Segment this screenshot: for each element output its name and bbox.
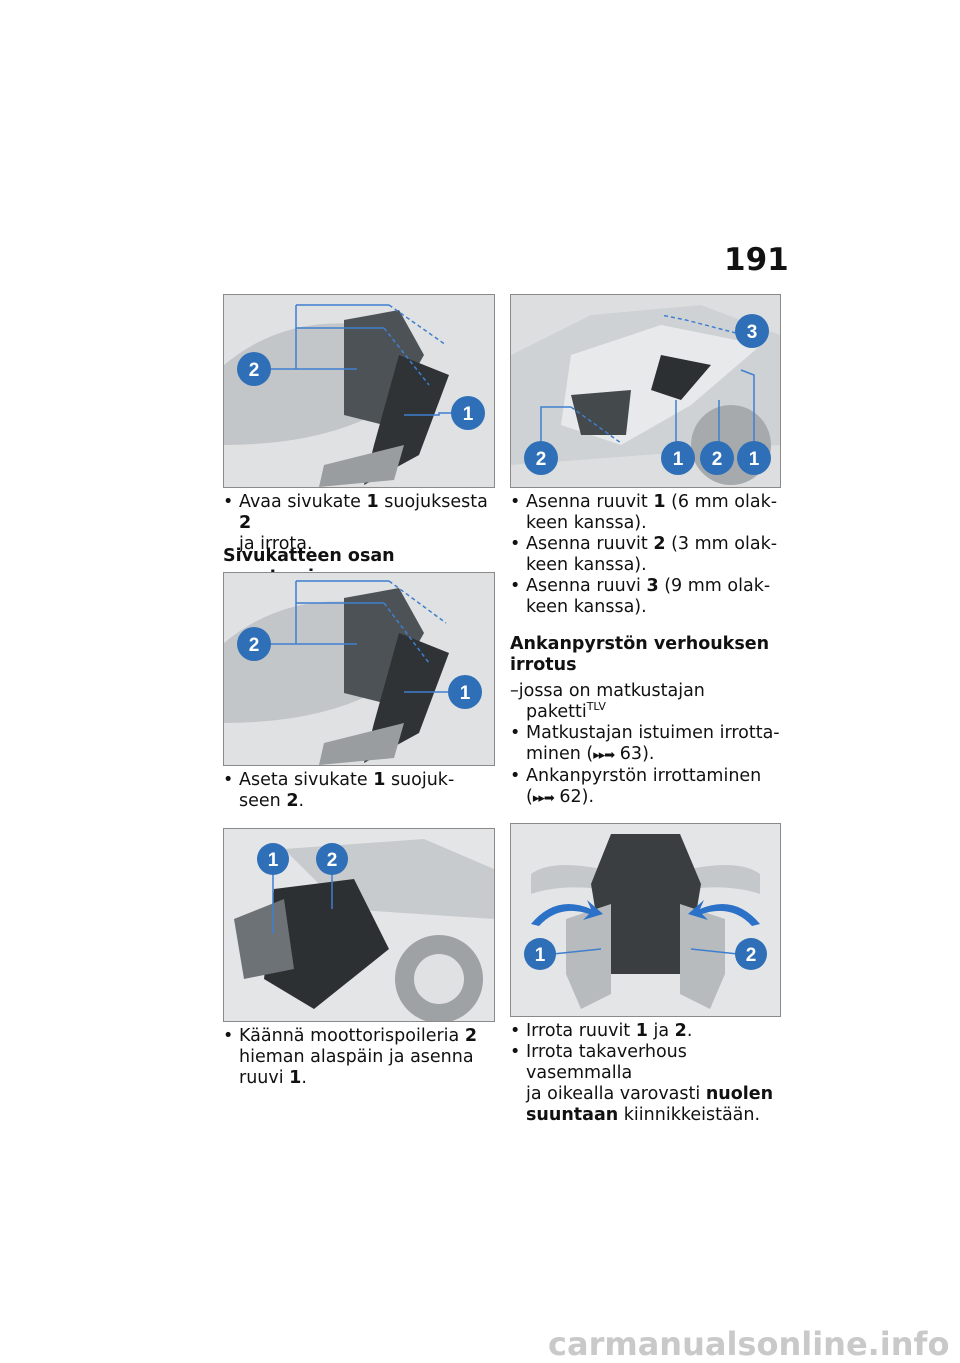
page-number: 191 xyxy=(724,242,789,278)
callout-badge: 1 xyxy=(463,404,474,425)
callout-badge: 1 xyxy=(460,683,471,704)
watermark: carmanualsonline.info xyxy=(548,1325,950,1363)
callout-badge: 2 xyxy=(712,449,723,470)
right-steps-removal: •Irrota ruuvit 1 ja 2. •Irrota takaverho… xyxy=(510,1021,774,1125)
figure-side-cover-install-illustration: 2 1 xyxy=(224,573,494,765)
figure-screws: 3 2 1 2 1 xyxy=(510,294,781,488)
figure-tail-cover-removal-illustration: 1 2 xyxy=(511,824,780,1016)
figure-engine-spoiler-illustration: 1 2 xyxy=(224,829,494,1021)
page-reference-arrow-icon: ▸▸➡ xyxy=(593,748,615,763)
callout-badge: 1 xyxy=(268,850,279,871)
figure-tail-cover-removal: 1 2 xyxy=(510,823,781,1017)
callout-badge: 1 xyxy=(673,449,684,470)
page-reference-arrow-icon: ▸▸➡ xyxy=(532,791,555,806)
figure-side-cover-install: 2 1 xyxy=(223,572,495,766)
callout-badge: 3 xyxy=(747,322,758,343)
left-step-2: •Aseta sivukate 1 suojuk-seen 2. xyxy=(223,770,455,811)
callout-badge: 2 xyxy=(746,945,757,966)
callout-badge: 2 xyxy=(536,449,547,470)
callout-badge: 2 xyxy=(249,635,260,656)
callout-badge: 2 xyxy=(327,850,338,871)
callout-badge: 2 xyxy=(249,360,260,381)
figure-screws-illustration: 3 2 1 2 1 xyxy=(511,295,780,487)
callout-badge: 1 xyxy=(749,449,760,470)
figure-engine-spoiler: 1 2 xyxy=(223,828,495,1022)
right-steps-screws: •Asenna ruuvit 1 (6 mm olak-keen kanssa)… xyxy=(510,492,778,617)
figure-side-cover-remove-illustration: 2 1 xyxy=(224,295,494,487)
callout-badge: 1 xyxy=(535,945,546,966)
figure-side-cover-remove: 2 1 xyxy=(223,294,495,488)
section-heading-2: Ankanpyrstön verhouksen irrotus xyxy=(510,634,770,675)
